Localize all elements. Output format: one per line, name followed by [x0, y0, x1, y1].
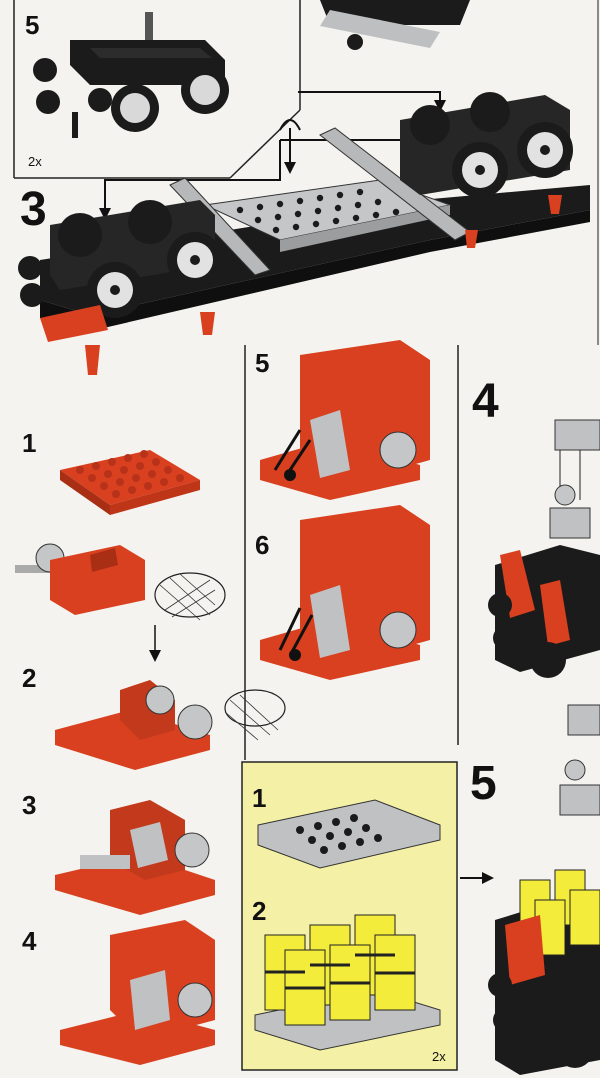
subassembly-step4	[60, 920, 215, 1065]
main-step-number: 3	[20, 183, 47, 236]
panel-arrow	[460, 872, 494, 884]
right-step-4: 4	[472, 375, 499, 428]
sub-step-2: 2	[22, 663, 37, 693]
subassembly-step2	[55, 680, 286, 770]
sub-step-4: 4	[22, 926, 37, 956]
top-inset-frame	[13, 0, 341, 179]
yellow-panel	[241, 761, 458, 1071]
sub-step-6: 6	[255, 530, 270, 560]
top-right-partial	[320, 0, 470, 50]
chassis-small	[33, 12, 229, 138]
main-train-assembly	[18, 92, 590, 375]
arrow-heads	[99, 100, 446, 220]
subassembly-step3	[55, 800, 215, 915]
inset-step-number: 5	[25, 10, 40, 40]
panel-multiplier: 2x	[432, 1049, 446, 1064]
sub-step-1: 1	[22, 428, 37, 458]
subassembly-step6	[260, 505, 430, 680]
panel-step-1: 1	[252, 783, 267, 813]
right-step-5: 5	[470, 757, 497, 810]
red-plate-4x6	[60, 450, 200, 515]
sub-step-3: 3	[22, 790, 37, 820]
sub-step-5: 5	[255, 348, 270, 378]
inset-multiplier: 2x	[28, 154, 42, 169]
panel-step-2: 2	[252, 896, 267, 926]
subassembly-step5	[260, 340, 430, 500]
right-wagon-step4	[488, 419, 600, 678]
winch-part	[15, 543, 226, 662]
right-wagon-step5	[488, 704, 600, 1075]
